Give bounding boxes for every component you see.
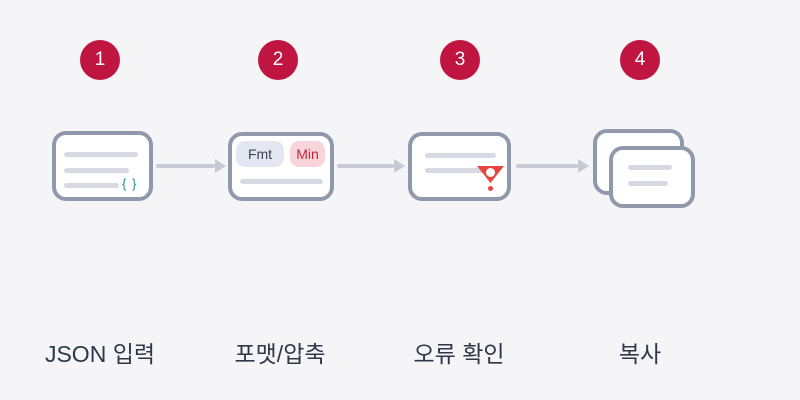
step-3-label: 오류 확인 — [413, 341, 505, 367]
min-pill: Min — [290, 141, 325, 167]
fmt-pill: Fmt — [236, 141, 284, 167]
text-line — [628, 181, 668, 186]
copy-card-front-icon — [609, 146, 695, 208]
step-2-label: 포맷/압축 — [234, 341, 326, 367]
text-line — [64, 168, 129, 173]
step-1-badge: 1 — [80, 40, 120, 80]
arrow-right-icon — [337, 159, 405, 173]
text-line — [240, 179, 323, 184]
arrow-head — [215, 159, 226, 173]
step-4-badge: 4 — [620, 40, 660, 80]
arrow-shaft — [337, 164, 394, 168]
text-line — [64, 183, 119, 188]
step-4-label: 복사 — [618, 341, 662, 367]
text-line — [64, 152, 138, 157]
error-marker-tip-dot — [488, 186, 493, 191]
error-marker-dot — [486, 168, 495, 177]
arrow-head — [578, 159, 589, 173]
arrow-right-icon — [156, 159, 226, 173]
arrow-shaft — [516, 164, 578, 168]
arrow-head — [394, 159, 405, 173]
json-input-card-icon: { } — [52, 131, 153, 201]
text-line — [425, 153, 496, 158]
text-line — [628, 165, 672, 170]
step-2-badge: 2 — [258, 40, 298, 80]
format-minify-card-icon: Fmt Min — [228, 132, 334, 201]
arrow-right-icon — [516, 159, 589, 173]
error-marker-icon — [477, 166, 504, 183]
error-check-card-icon — [408, 132, 511, 201]
step-1-number: 1 — [94, 49, 106, 70]
curly-braces-glyph: { } — [122, 176, 138, 191]
step-1-label: JSON 입력 — [44, 341, 156, 367]
step-3-badge: 3 — [440, 40, 480, 80]
step-2-number: 2 — [272, 49, 284, 70]
step-3-number: 3 — [454, 49, 466, 70]
arrow-shaft — [156, 164, 215, 168]
text-line — [425, 168, 496, 173]
step-4-number: 4 — [634, 49, 646, 70]
